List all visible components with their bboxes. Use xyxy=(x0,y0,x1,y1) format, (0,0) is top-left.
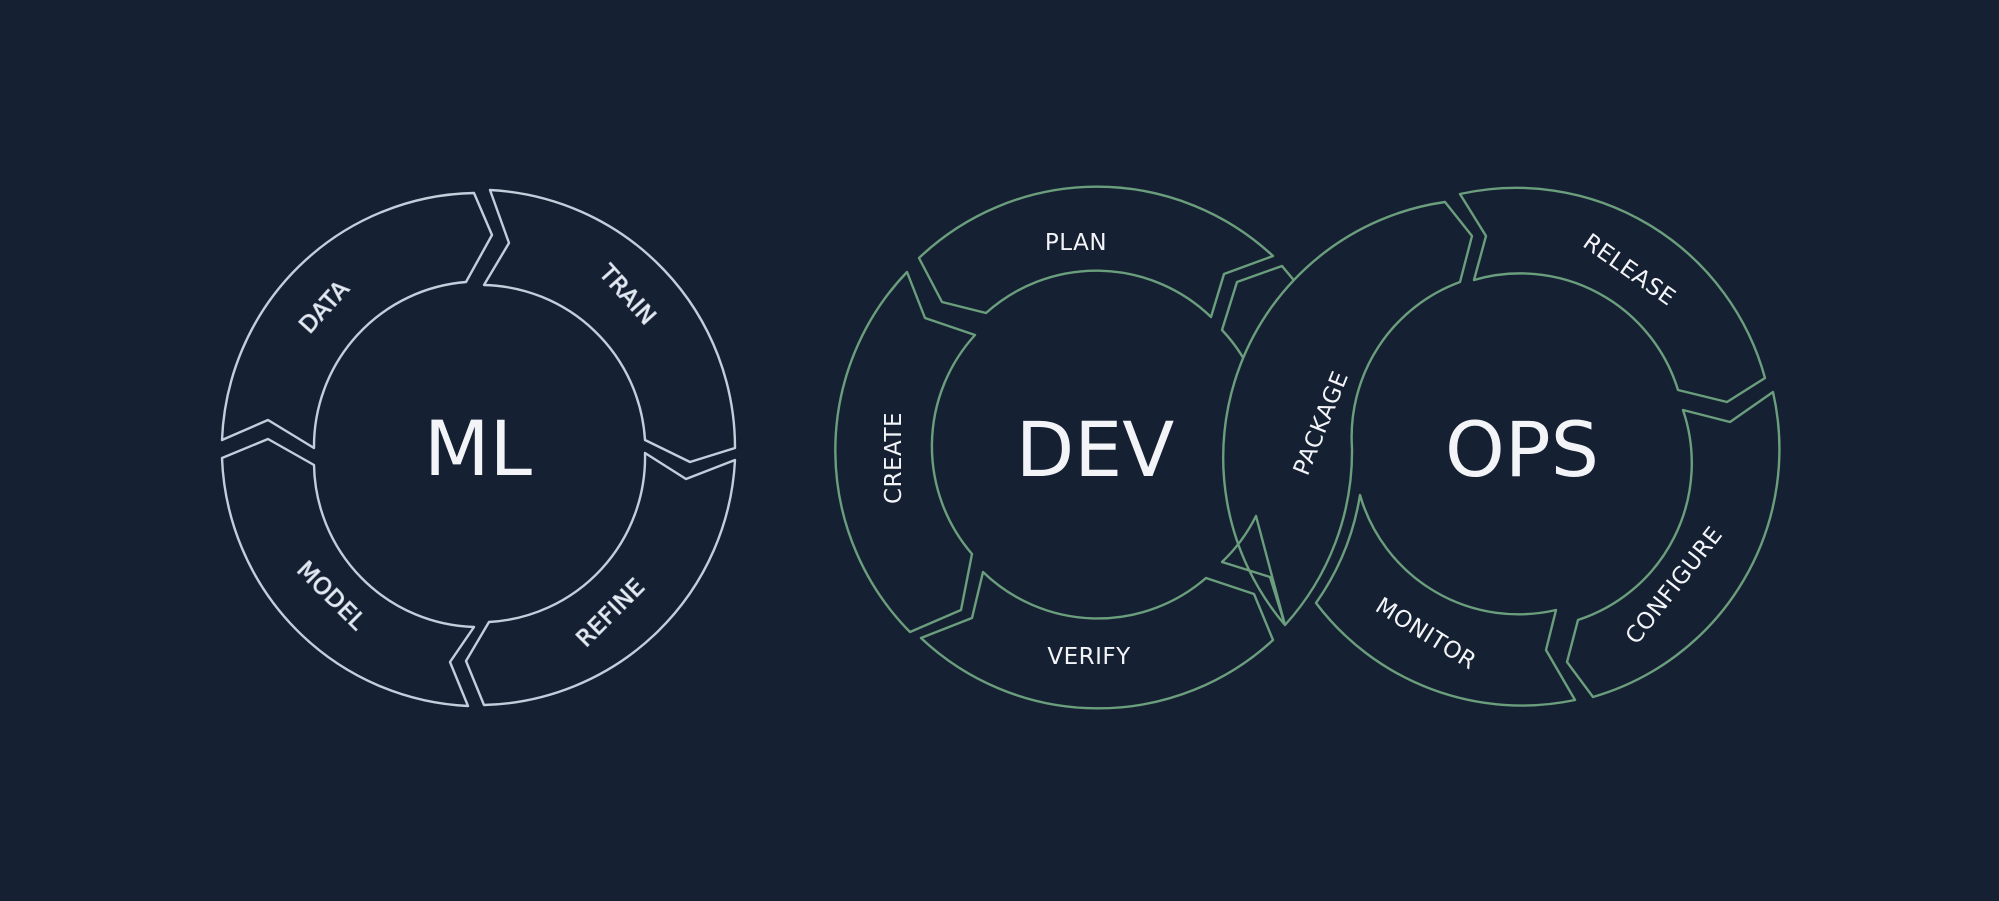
ml-segment-train xyxy=(482,188,737,464)
dev-center-label: DEV xyxy=(1016,405,1175,494)
ml-segment-data xyxy=(220,191,494,450)
ops-segment-configure xyxy=(1565,390,1781,699)
ml-segment-model xyxy=(220,437,476,708)
ops-segment-package xyxy=(1220,200,1474,627)
dev-segment-create xyxy=(834,270,977,634)
ml-center-label: ML xyxy=(424,404,532,493)
dev-label-verify: VERIFY xyxy=(1047,644,1131,670)
ml-segment-refine xyxy=(464,451,737,707)
dev-label-plan: PLAN xyxy=(1045,230,1107,256)
ops-center-label: OPS xyxy=(1445,405,1599,494)
dev-label-create: CREATE xyxy=(881,412,907,504)
ml-cycle: DATA TRAIN REFINE MODEL ML xyxy=(220,188,737,708)
ops-segment-monitor xyxy=(1314,493,1577,707)
ops-cycle: PACKAGE RELEASE CONFIGURE MONITOR OPS xyxy=(1220,186,1781,707)
ops-segment-release xyxy=(1458,186,1767,404)
dev-segment-verify xyxy=(919,570,1275,710)
dev-segment-plan xyxy=(917,185,1275,319)
